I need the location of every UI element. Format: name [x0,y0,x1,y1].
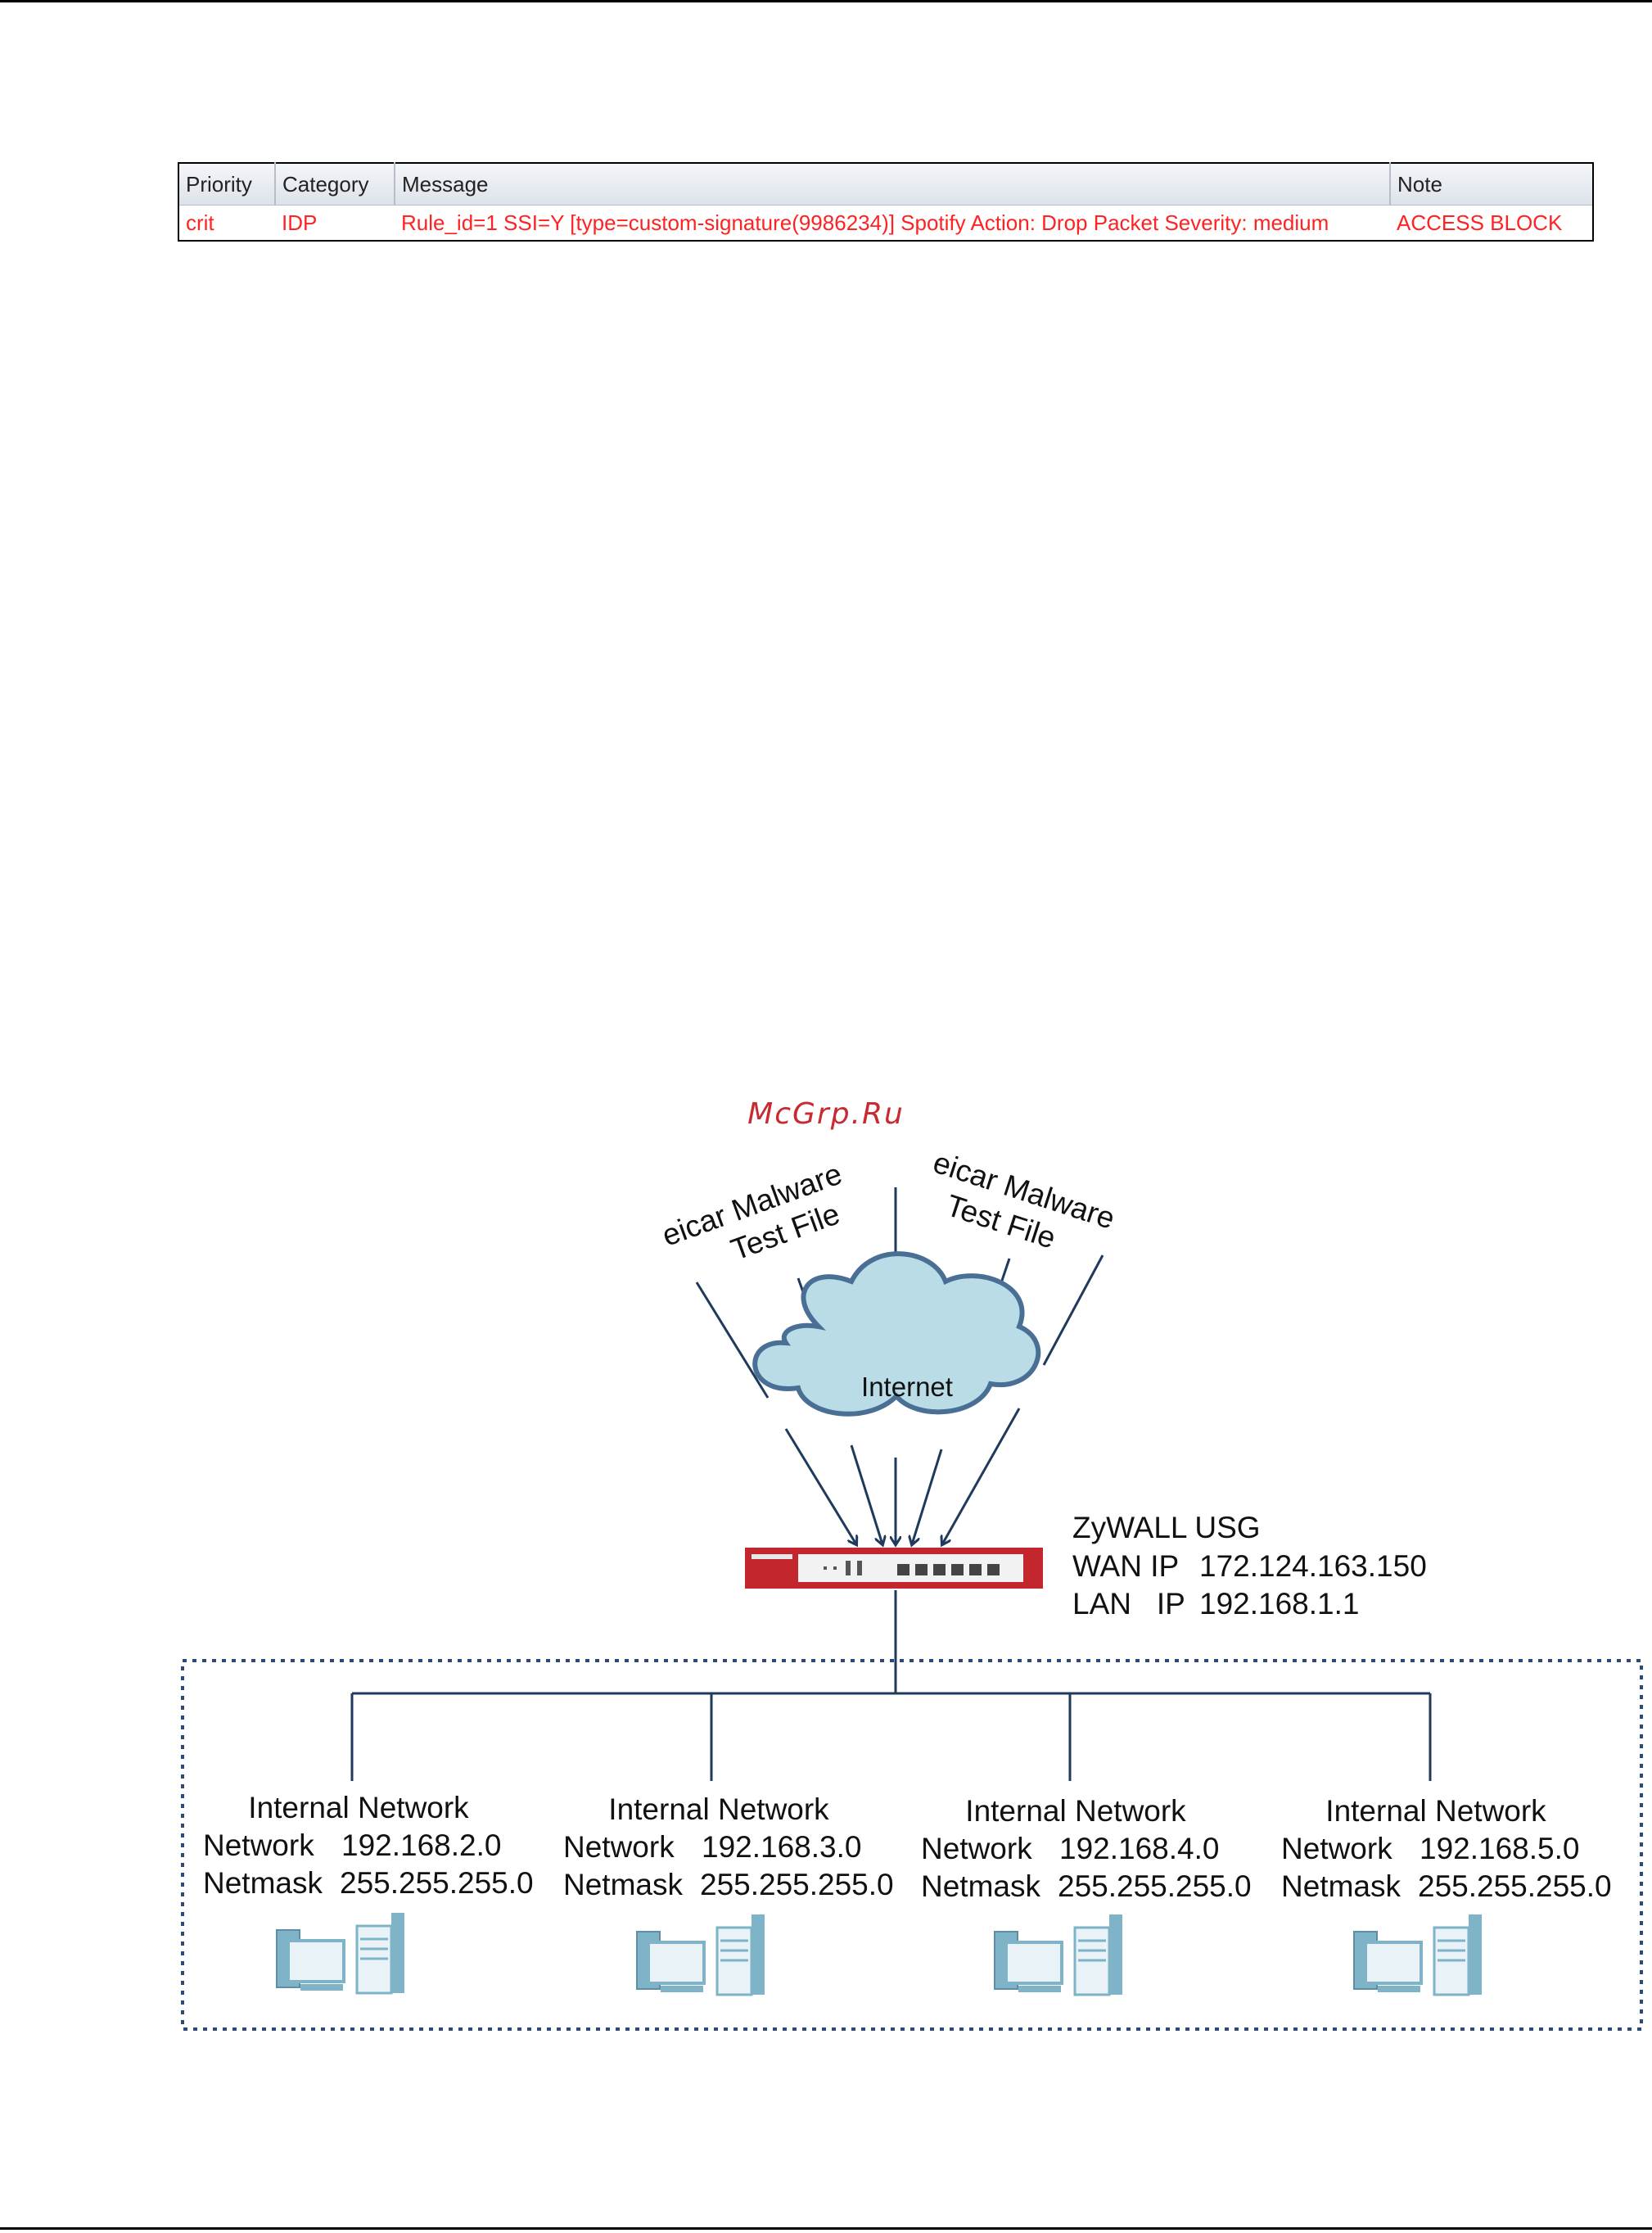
internal-network-2: Internal Network Network 192.168.3.0 Net… [563,1792,894,1996]
arrow-line [912,1449,943,1544]
arrow-line [942,1408,1021,1544]
computer-icon [994,1914,1122,1996]
header-priority[interactable]: Priority [178,163,276,206]
internal-network-3: Internal Network Network 192.168.4.0 Net… [921,1794,1252,1996]
cloud-label: Internet [861,1372,953,1402]
log-table-header: Priority Category Message Note [178,163,1593,206]
network-title: Internal Network [1325,1794,1546,1828]
network-address: 192.168.5.0 [1420,1832,1579,1865]
netmask-label: Netmask [203,1866,323,1900]
top-rule [0,0,1652,2]
lan-boundary [181,1659,1643,2031]
lan-label: LAN IP [1072,1587,1185,1621]
table-row[interactable]: crit IDP Rule_id=1 SSI=Y [type=custom-si… [178,206,1593,242]
cell-message: Rule_id=1 SSI=Y [type=custom-signature(9… [401,210,1329,235]
netmask-label: Netmask [563,1868,683,1901]
computer-icon [276,1913,404,1995]
internal-network-1: Internal Network Network 192.168.2.0 Net… [203,1791,534,1995]
network-title: Internal Network [248,1791,469,1824]
network-label: Network [921,1832,1032,1865]
header-message[interactable]: Message [395,163,1391,206]
network-address: 192.168.3.0 [702,1830,861,1864]
netmask-label: Netmask [1281,1869,1401,1903]
lan-tree [350,1590,1432,1781]
netmask-label: Netmask [921,1869,1040,1903]
bottom-rule [0,2227,1652,2230]
network-diagram: Internet eicar Malware Test File eicar M… [181,1146,1643,2031]
network-label: Network [563,1830,675,1864]
arrow-line [850,1444,882,1544]
network-address: 192.168.4.0 [1059,1832,1219,1865]
computer-icon [1353,1914,1482,1996]
arrow-line [784,1428,856,1544]
network-label: Network [203,1828,314,1862]
cell-category: IDP [282,210,318,235]
header-note[interactable]: Note [1390,163,1593,206]
internal-network-4: Internal Network Network 192.168.5.0 Net… [1281,1794,1612,1996]
lan-ip: 192.168.1.1 [1199,1587,1359,1621]
internet-cloud-icon [752,1251,1041,1417]
header-category[interactable]: Category [275,163,395,206]
netmask-value: 255.255.255.0 [1058,1869,1252,1903]
wan-ip: 172.124.163.150 [1199,1549,1427,1583]
log-table: Priority Category Message Note crit IDP … [178,162,1594,242]
wan-label: WAN IP [1072,1549,1179,1583]
network-label: Network [1281,1832,1392,1865]
netmask-value: 255.255.255.0 [340,1866,534,1900]
netmask-value: 255.255.255.0 [700,1868,894,1901]
device-name: ZyWALL USG [1072,1511,1261,1544]
traffic-line [1042,1254,1104,1366]
network-title: Internal Network [608,1792,829,1826]
network-title: Internal Network [965,1794,1186,1828]
cell-note: ACCESS BLOCK [1397,210,1563,235]
traffic-line [695,1281,770,1399]
netmask-value: 255.255.255.0 [1418,1869,1612,1903]
computer-icon [636,1914,765,1996]
watermark: McGrp.Ru [747,1097,905,1131]
network-address: 192.168.2.0 [341,1828,501,1862]
cell-priority: crit [186,210,214,235]
zywall-device-icon [745,1548,1043,1589]
